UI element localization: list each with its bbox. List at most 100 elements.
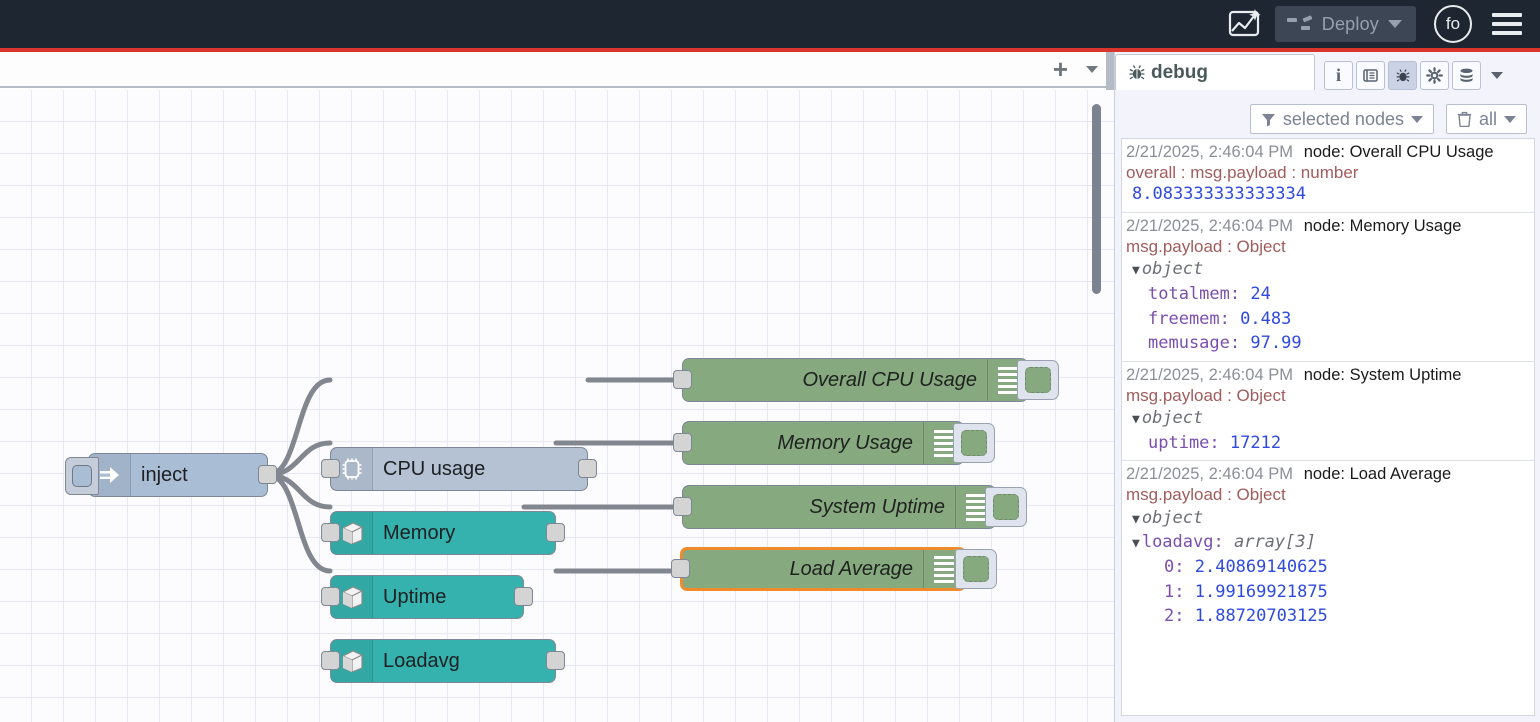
entry-key: totalmem xyxy=(1148,284,1230,304)
flow-node-inject[interactable]: inject xyxy=(88,453,268,497)
flow-list-chevron-down-icon[interactable] xyxy=(1086,66,1098,73)
entry-value: 24 xyxy=(1250,284,1270,304)
node-output-port[interactable] xyxy=(546,523,565,542)
deploy-button[interactable]: Deploy xyxy=(1275,6,1416,42)
flow-node-uptime[interactable]: Uptime xyxy=(330,575,524,619)
node-label: Loadavg xyxy=(373,650,555,673)
flow-node-memory[interactable]: Memory xyxy=(330,511,556,555)
debug-message[interactable]: 2/21/2025, 2:46:04 PM node: System Uptim… xyxy=(1122,362,1534,462)
debug-message[interactable]: 2/21/2025, 2:46:04 PM node: Overall CPU … xyxy=(1122,139,1534,213)
ai-sparkle-icon[interactable] xyxy=(1225,7,1265,41)
debug-bug-icon[interactable] xyxy=(1388,61,1417,90)
debug-clear-label: all xyxy=(1479,109,1497,130)
debug-enable-toggle[interactable] xyxy=(953,423,995,463)
node-label: CPU usage xyxy=(373,458,587,481)
sidebar-tabs-chevron-down-icon[interactable] xyxy=(1491,72,1503,79)
debug-topic: msg.payload : Object xyxy=(1126,484,1534,505)
chevron-down-icon[interactable]: ▼ xyxy=(1132,412,1140,427)
trash-icon xyxy=(1457,111,1472,127)
node-output-port[interactable] xyxy=(258,465,277,484)
node-label: Load Average xyxy=(683,558,923,581)
node-output-port[interactable] xyxy=(514,587,533,606)
node-label: Uptime xyxy=(373,586,523,609)
debug-filter-dropdown[interactable]: selected nodes xyxy=(1250,104,1434,134)
object-expander-row[interactable]: ▼object xyxy=(1126,406,1534,431)
info-icon[interactable]: i xyxy=(1324,61,1353,90)
chevron-down-icon[interactable]: ▼ xyxy=(1132,263,1140,278)
clear-chevron-down-icon[interactable] xyxy=(1504,116,1516,123)
flow-node-debug-system-uptime[interactable]: System Uptime xyxy=(682,485,996,529)
debug-enable-toggle[interactable] xyxy=(1017,360,1059,400)
debug-source-node: node: Load Average xyxy=(1304,465,1451,483)
node-input-port[interactable] xyxy=(673,433,692,452)
object-expander-row[interactable]: ▼object xyxy=(1126,506,1534,531)
debug-message-header: 2/21/2025, 2:46:04 PM node: System Uptim… xyxy=(1126,365,1534,385)
entry-value: 97.99 xyxy=(1250,333,1301,353)
tab-debug-label: debug xyxy=(1151,62,1208,84)
wire-layer xyxy=(0,90,1114,722)
debug-topic: msg.payload : Object xyxy=(1126,385,1534,406)
debug-clear-dropdown[interactable]: all xyxy=(1446,104,1527,134)
inject-trigger-button[interactable] xyxy=(65,457,99,495)
tab-debug[interactable]: debug xyxy=(1115,54,1315,90)
object-expander-row[interactable]: ▼object xyxy=(1126,257,1534,282)
chevron-down-icon[interactable]: ▼ xyxy=(1132,536,1140,551)
node-input-port[interactable] xyxy=(673,497,692,516)
flow-canvas[interactable]: inject CPU usage xyxy=(0,90,1114,722)
entry-key: freemem xyxy=(1148,309,1220,329)
node-label: Overall CPU Usage xyxy=(683,369,987,392)
debug-message[interactable]: 2/21/2025, 2:46:04 PM node: Load Average… xyxy=(1122,461,1534,633)
entry-key: 1 xyxy=(1164,582,1174,602)
entry-key: memusage xyxy=(1148,333,1230,353)
entry-value: 17212 xyxy=(1230,433,1281,453)
debug-enable-toggle[interactable] xyxy=(985,487,1027,527)
entry-key: 0 xyxy=(1164,557,1174,577)
right-sidebar: debug i xyxy=(1114,52,1540,722)
node-input-port[interactable] xyxy=(321,587,340,606)
debug-filter-label: selected nodes xyxy=(1283,109,1404,130)
node-label: Memory xyxy=(373,522,555,545)
add-flow-button[interactable]: + xyxy=(1053,56,1068,82)
entry-value: 2.40869140625 xyxy=(1195,557,1328,577)
context-stack-icon[interactable] xyxy=(1452,61,1481,90)
flow-node-cpu-usage[interactable]: CPU usage xyxy=(330,447,588,491)
array-entry: 0: 2.40869140625 xyxy=(1126,555,1534,580)
debug-message-list[interactable]: 2/21/2025, 2:46:04 PM node: Overall CPU … xyxy=(1121,138,1535,716)
debug-value: 8.083333333333334 xyxy=(1126,183,1534,207)
user-avatar[interactable]: fo xyxy=(1434,5,1472,43)
node-output-port[interactable] xyxy=(578,459,597,478)
flow-node-debug-load-average[interactable]: Load Average xyxy=(680,547,966,591)
canvas-vertical-scrollbar[interactable] xyxy=(1092,104,1101,294)
node-input-port[interactable] xyxy=(321,523,340,542)
filter-funnel-icon xyxy=(1261,112,1276,127)
node-input-port[interactable] xyxy=(321,651,340,670)
node-output-port[interactable] xyxy=(546,651,565,670)
debug-message[interactable]: 2/21/2025, 2:46:04 PM node: Memory Usage… xyxy=(1122,213,1534,362)
object-label: object xyxy=(1142,508,1203,528)
debug-topic: msg.payload : Object xyxy=(1126,236,1534,257)
deploy-chevron-down-icon[interactable] xyxy=(1388,20,1402,28)
debug-source-node: node: System Uptime xyxy=(1304,366,1462,384)
debug-message-header: 2/21/2025, 2:46:04 PM node: Load Average xyxy=(1126,464,1534,484)
config-gear-icon[interactable] xyxy=(1420,61,1449,90)
node-input-port[interactable] xyxy=(671,559,690,578)
hamburger-menu-icon[interactable] xyxy=(1492,13,1522,35)
array-expander-row[interactable]: ▼loadavg: array[3] xyxy=(1126,530,1534,555)
debug-timestamp: 2/21/2025, 2:46:04 PM xyxy=(1126,366,1293,384)
node-input-port[interactable] xyxy=(321,459,340,478)
chevron-down-icon[interactable]: ▼ xyxy=(1132,512,1140,527)
debug-enable-toggle[interactable] xyxy=(955,549,997,589)
debug-source-node: node: Memory Usage xyxy=(1304,217,1462,235)
flow-node-debug-memory-usage[interactable]: Memory Usage xyxy=(682,421,964,465)
flow-node-loadavg[interactable]: Loadavg xyxy=(330,639,556,683)
debug-toolbar: selected nodes all xyxy=(1115,100,1540,138)
array-entry: 1: 1.99169921875 xyxy=(1126,580,1534,605)
filter-chevron-down-icon[interactable] xyxy=(1411,116,1423,123)
node-input-port[interactable] xyxy=(673,370,692,389)
object-entry: totalmem: 24 xyxy=(1126,282,1534,307)
flow-node-debug-overall-cpu-usage[interactable]: Overall CPU Usage xyxy=(682,358,1028,402)
debug-timestamp: 2/21/2025, 2:46:04 PM xyxy=(1126,217,1293,235)
debug-timestamp: 2/21/2025, 2:46:04 PM xyxy=(1126,465,1293,483)
library-icon[interactable] xyxy=(1356,61,1385,90)
